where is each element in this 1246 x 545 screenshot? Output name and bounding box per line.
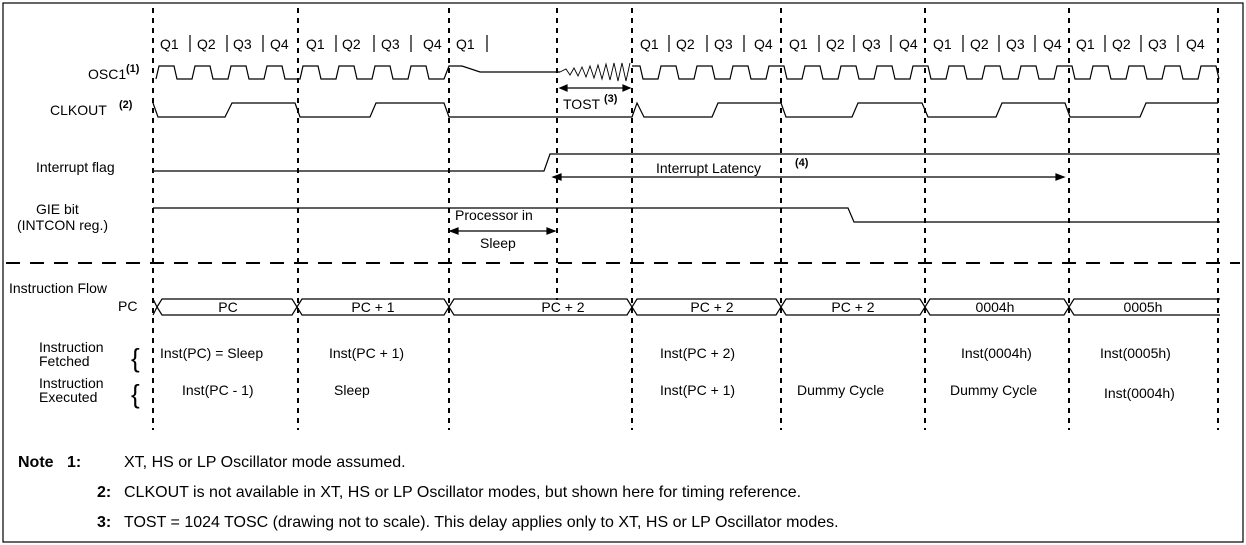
pc-value: 0005h [1124,299,1163,315]
fetched-instruction: Inst(PC + 2) [660,345,735,361]
executed-instruction: Inst(PC + 1) [660,382,735,398]
q-label: Q3 [862,36,881,52]
pc-value: PC + 1 [351,299,394,315]
osc1-waveform [155,65,560,80]
fetched-instruction: Inst(0005h) [1100,345,1171,361]
note-number: 1: [67,454,81,471]
q-label: Q3 [1006,36,1025,52]
gie-bit-register-label: (INTCON reg.) [17,217,108,233]
pc-value: PC + 2 [541,299,584,315]
q-label: Q1 [640,36,659,52]
interrupt-flag-label: Interrupt flag [36,159,115,175]
fetched-brace: { [131,343,140,373]
gie-bit-waveform [153,207,1220,223]
interrupt-latency-note-ref: (4) [795,157,809,169]
note-text: XT, HS or LP Oscillator mode assumed. [124,454,406,471]
quarter-separators [189,35,1179,52]
pc-value: PC + 2 [831,299,874,315]
executed-instruction: Dummy Cycle [797,382,884,398]
clkout-label: CLKOUT [50,102,107,118]
osc1-startup-oscillation [559,62,631,82]
q-label: Q3 [1148,36,1167,52]
q-label: Q2 [342,36,361,52]
tost-label: TOST [563,96,601,112]
q-label: Q1 [160,36,179,52]
q-label: Q1 [1076,36,1095,52]
executed-brace: { [131,379,140,409]
q-label: Q4 [899,36,918,52]
quarter-headers: Q1 Q2 Q3 Q4 Q1 Q2 Q3 Q4 Q1 Q1 Q2 Q3 Q4 Q… [160,36,1205,52]
note-text: TOST = 1024 TOSC (drawing not to scale).… [124,514,839,531]
processor-in-sleep-label: Processor in [455,207,533,223]
executed-instruction: Sleep [334,382,370,398]
pc-value: PC + 2 [690,299,733,315]
q-label: Q2 [826,36,845,52]
clkout-note-ref: (2) [119,99,133,111]
pc-bus [152,298,1220,316]
q-label: Q3 [714,36,733,52]
pc-value: 0004h [976,299,1015,315]
sleep-interval-arrow [448,227,557,235]
q-label: Q4 [270,36,289,52]
q-label: Q4 [423,36,442,52]
fetched-instruction: Inst(PC + 1) [329,345,404,361]
interrupt-latency-label: Interrupt Latency [656,160,761,176]
executed-label-line2: Executed [39,389,97,405]
gie-bit-label: GIE bit [36,201,79,217]
osc1-waveform-resumed [632,65,1220,80]
note-number: 2: [97,484,111,501]
instruction-flow-title: Instruction Flow [9,280,108,296]
executed-instruction: Inst(0004h) [1104,385,1175,401]
q-label: Q1 [456,36,475,52]
executed-instruction: Dummy Cycle [950,382,1037,398]
osc1-note-ref: (1) [126,63,140,75]
q-label: Q2 [676,36,695,52]
q-label: Q2 [1112,36,1131,52]
q-label: Q1 [306,36,325,52]
column-dividers [152,8,1219,430]
q-label: Q4 [754,36,773,52]
q-label: Q4 [1186,36,1205,52]
note-text: CLKOUT is not available in XT, HS or LP … [124,484,801,501]
osc1-label: OSC1 [88,66,126,82]
pc-value: PC [218,299,237,315]
q-label: Q4 [1043,36,1062,52]
interrupt-flag-waveform [153,153,1220,172]
note-heading: Note [18,454,54,471]
fetched-label-line1: Instruction [39,339,104,355]
q-label: Q2 [970,36,989,52]
clkout-waveform [152,101,1218,118]
interrupt-latency-arrow [551,173,1066,181]
note-number: 3: [97,514,111,531]
q-label: Q1 [933,36,952,52]
q-label: Q1 [789,36,808,52]
fetched-instruction: Inst(PC) = Sleep [160,345,263,361]
q-label: Q3 [381,36,400,52]
tost-note-ref: (3) [604,93,618,105]
fetched-label-line2: Fetched [39,353,90,369]
executed-label-line1: Instruction [39,375,104,391]
fetched-instruction: Inst(0004h) [961,345,1032,361]
executed-instruction: Inst(PC - 1) [182,382,254,398]
q-label: Q3 [233,36,252,52]
q-label: Q2 [197,36,216,52]
tost-interval-arrow [558,84,632,92]
pc-label: PC [118,298,137,314]
sleep-label: Sleep [480,235,516,251]
